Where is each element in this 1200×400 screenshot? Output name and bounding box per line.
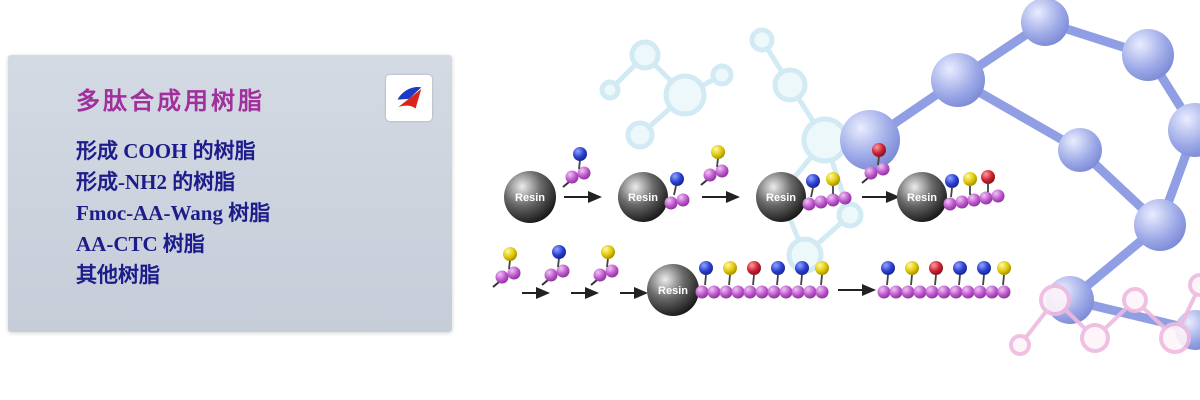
menu-item-nh2-resin[interactable]: 形成-NH2 的树脂 <box>76 170 236 194</box>
synthesis-row-assembly: Resin <box>492 245 1011 316</box>
svg-text:Resin: Resin <box>766 192 796 204</box>
resin-sphere-5: Resin <box>647 264 699 316</box>
background-molecule-cyan-2 <box>749 27 864 274</box>
background-molecule-pink <box>1009 273 1200 356</box>
amino-acid-yellow <box>590 245 620 286</box>
menu-item-aa-ctc-resin[interactable]: AA-CTC 树脂 <box>76 232 205 256</box>
resin-peptide-chain <box>695 261 829 299</box>
svg-text:Resin: Resin <box>628 192 658 204</box>
svg-text:Resin: Resin <box>515 192 545 204</box>
amino-acid-blue <box>541 245 571 286</box>
amino-acid-yellow <box>700 145 730 186</box>
menu-item-other-resin[interactable]: 其他树脂 <box>76 263 160 287</box>
resin-chain-1unit <box>664 172 690 210</box>
resin-sphere-4: Resin <box>897 172 947 222</box>
company-logo-icon <box>397 87 422 109</box>
amino-acid-yellow <box>492 247 522 288</box>
resin-chain-2units <box>802 172 852 211</box>
svg-text:Resin: Resin <box>658 285 688 297</box>
svg-text:Resin: Resin <box>907 192 937 204</box>
resin-menu: 形成 COOH 的树脂 形成-NH2 的树脂 Fmoc-AA-Wang 树脂 A… <box>76 136 452 291</box>
menu-item-fmoc-aa-wang-resin[interactable]: Fmoc-AA-Wang 树脂 <box>76 201 271 225</box>
menu-item-cooh-resin[interactable]: 形成 COOH 的树脂 <box>76 139 256 163</box>
free-peptide-chain <box>877 261 1011 299</box>
peptide-synthesis-illustration: Resin Resin <box>492 0 1200 356</box>
page-title: 多肽合成用树脂 <box>76 88 265 115</box>
menu-panel: 多肽合成用树脂 形成 COOH 的树脂 形成-NH2 的树脂 Fmoc-AA-W… <box>8 55 452 332</box>
resin-sphere-3: Resin <box>756 172 806 222</box>
company-logo <box>386 75 432 121</box>
resin-chain-3units <box>943 170 1005 211</box>
background-molecule-cyan-1 <box>599 39 734 150</box>
resin-sphere-2: Resin <box>618 172 668 222</box>
amino-acid-red <box>861 143 891 184</box>
amino-acid-blue <box>562 147 592 188</box>
synthesis-row-stepwise: Resin Resin <box>504 143 1005 223</box>
resin-sphere-1: Resin <box>504 171 556 223</box>
